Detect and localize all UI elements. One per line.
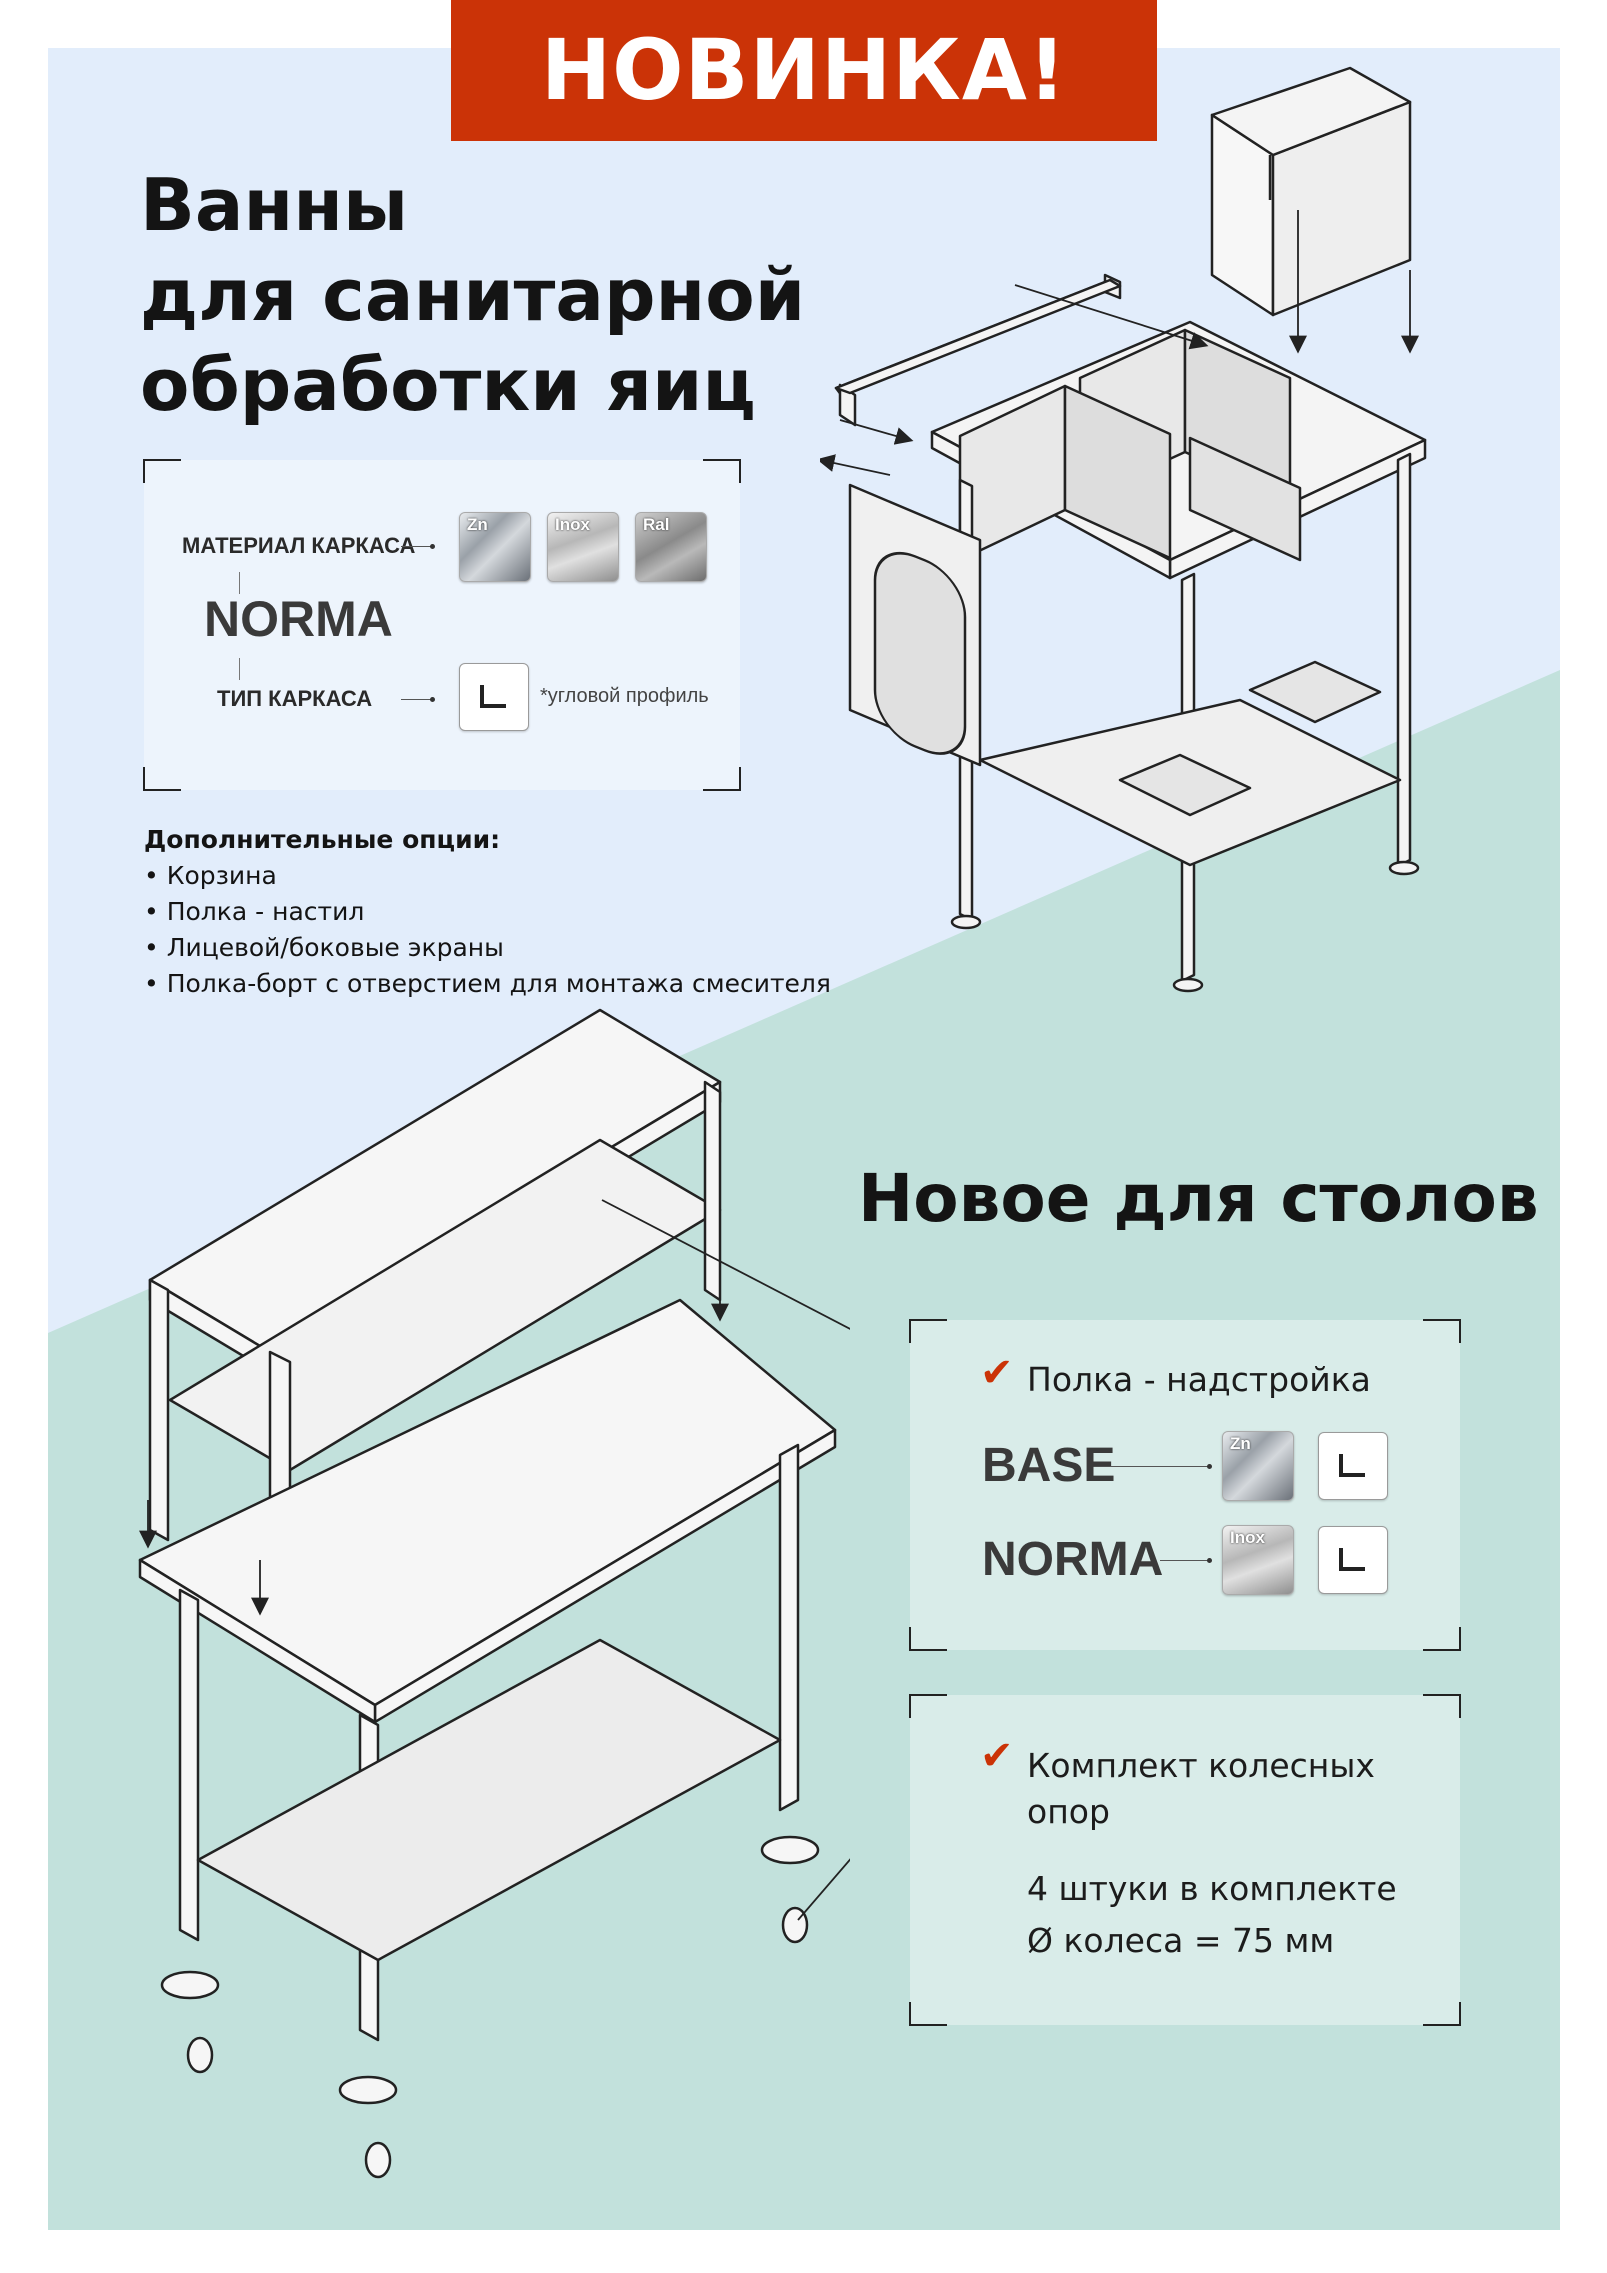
- zinc-swatch-icon: Zn: [459, 512, 531, 582]
- zinc-swatch-icon: Zn: [1222, 1431, 1294, 1501]
- caster-set-box: ✔ Комплект колесных опор 4 штуки в компл…: [909, 1694, 1461, 2026]
- table-illustration: [138, 1008, 850, 2179]
- profile-note: *угловой профиль: [540, 685, 709, 707]
- caster-set-title: Комплект колесных опор: [1027, 1746, 1375, 1831]
- list-item: Полка - настил: [144, 894, 831, 930]
- frame-type-label: ТИП КАРКАСА: [217, 686, 373, 711]
- list-item: Корзина: [144, 858, 831, 894]
- options-title: Дополнительные опции:: [144, 825, 501, 854]
- sink-illustration: [820, 66, 1427, 993]
- series-name: NORMA: [204, 591, 393, 647]
- angle-profile-icon: [1318, 1526, 1388, 1594]
- shelf-addon-title: Полка - надстройка: [1027, 1360, 1371, 1399]
- new-banner: НОВИНКА!: [451, 0, 1157, 141]
- list-item: Полка-борт с отверстием для монтажа смес…: [144, 966, 831, 1002]
- angle-profile-icon: [459, 663, 529, 731]
- page-title: Ванны для санитарной обработки яиц: [140, 163, 806, 427]
- inox-swatch-icon: Inox: [547, 512, 619, 582]
- base-series-label: BASE: [982, 1439, 1116, 1492]
- tables-heading: Новое для столов: [858, 1160, 1539, 1237]
- frame-material-label: МАТЕРИАЛ КАРКАСА: [182, 533, 416, 558]
- list-item: Лицевой/боковые экраны: [144, 930, 831, 966]
- inox-swatch-icon: Inox: [1222, 1525, 1294, 1595]
- norma-series-label: NORMA: [982, 1533, 1164, 1586]
- checkmark-icon: ✔: [980, 1350, 1014, 1396]
- checkmark-icon: ✔: [980, 1733, 1014, 1779]
- caster-set-details: 4 штуки в комплекте Ø колеса = 75 мм: [1027, 1869, 1397, 1960]
- frame-spec-box: МАТЕРИАЛ КАРКАСА NORMA ТИП КАРКАСА Zn In…: [143, 459, 741, 791]
- additional-options: Дополнительные опции: Корзина Полка - на…: [144, 822, 831, 1002]
- angle-profile-icon: [1318, 1432, 1388, 1500]
- ral-swatch-icon: Ral: [635, 512, 707, 582]
- shelf-addon-box: ✔ Полка - надстройка BASE Zn NORMA Inox: [909, 1319, 1461, 1651]
